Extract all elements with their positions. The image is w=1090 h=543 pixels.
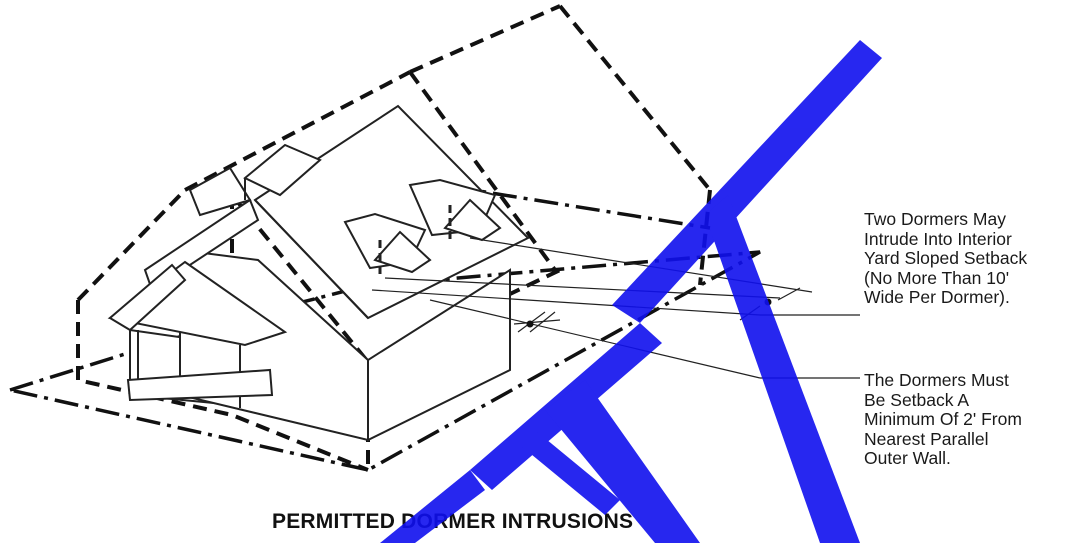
diagram-title: PERMITTED DORMER INTRUSIONS: [272, 510, 634, 533]
callout-dormer-width: Two Dormers May Intrude Into Interior Ya…: [864, 209, 1028, 308]
callout-line: Intrude Into Interior: [864, 228, 1012, 249]
dormer-2: [408, 178, 502, 242]
callout-line: Minimum Of 2' From: [864, 409, 1022, 429]
dormer-1: [343, 212, 432, 275]
callout-line: The Dormers Must: [864, 370, 1009, 390]
callout-line: Nearest Parallel: [864, 428, 989, 449]
dimension-point: [526, 320, 534, 328]
house: [107, 104, 530, 442]
dimension-point: [764, 298, 772, 306]
callout-line: Be Setback A: [864, 389, 970, 410]
callout-line: (No More Than 10': [864, 267, 1010, 288]
callout-dormer-setback: The Dormers Must Be Setback A Minimum Of…: [864, 370, 1022, 469]
callout-line: Yard Sloped Setback: [864, 248, 1028, 268]
callout-line: Two Dormers May: [864, 209, 1006, 229]
callout-line: Wide Per Dormer).: [864, 287, 1010, 307]
callout-line: Outer Wall.: [864, 448, 951, 468]
